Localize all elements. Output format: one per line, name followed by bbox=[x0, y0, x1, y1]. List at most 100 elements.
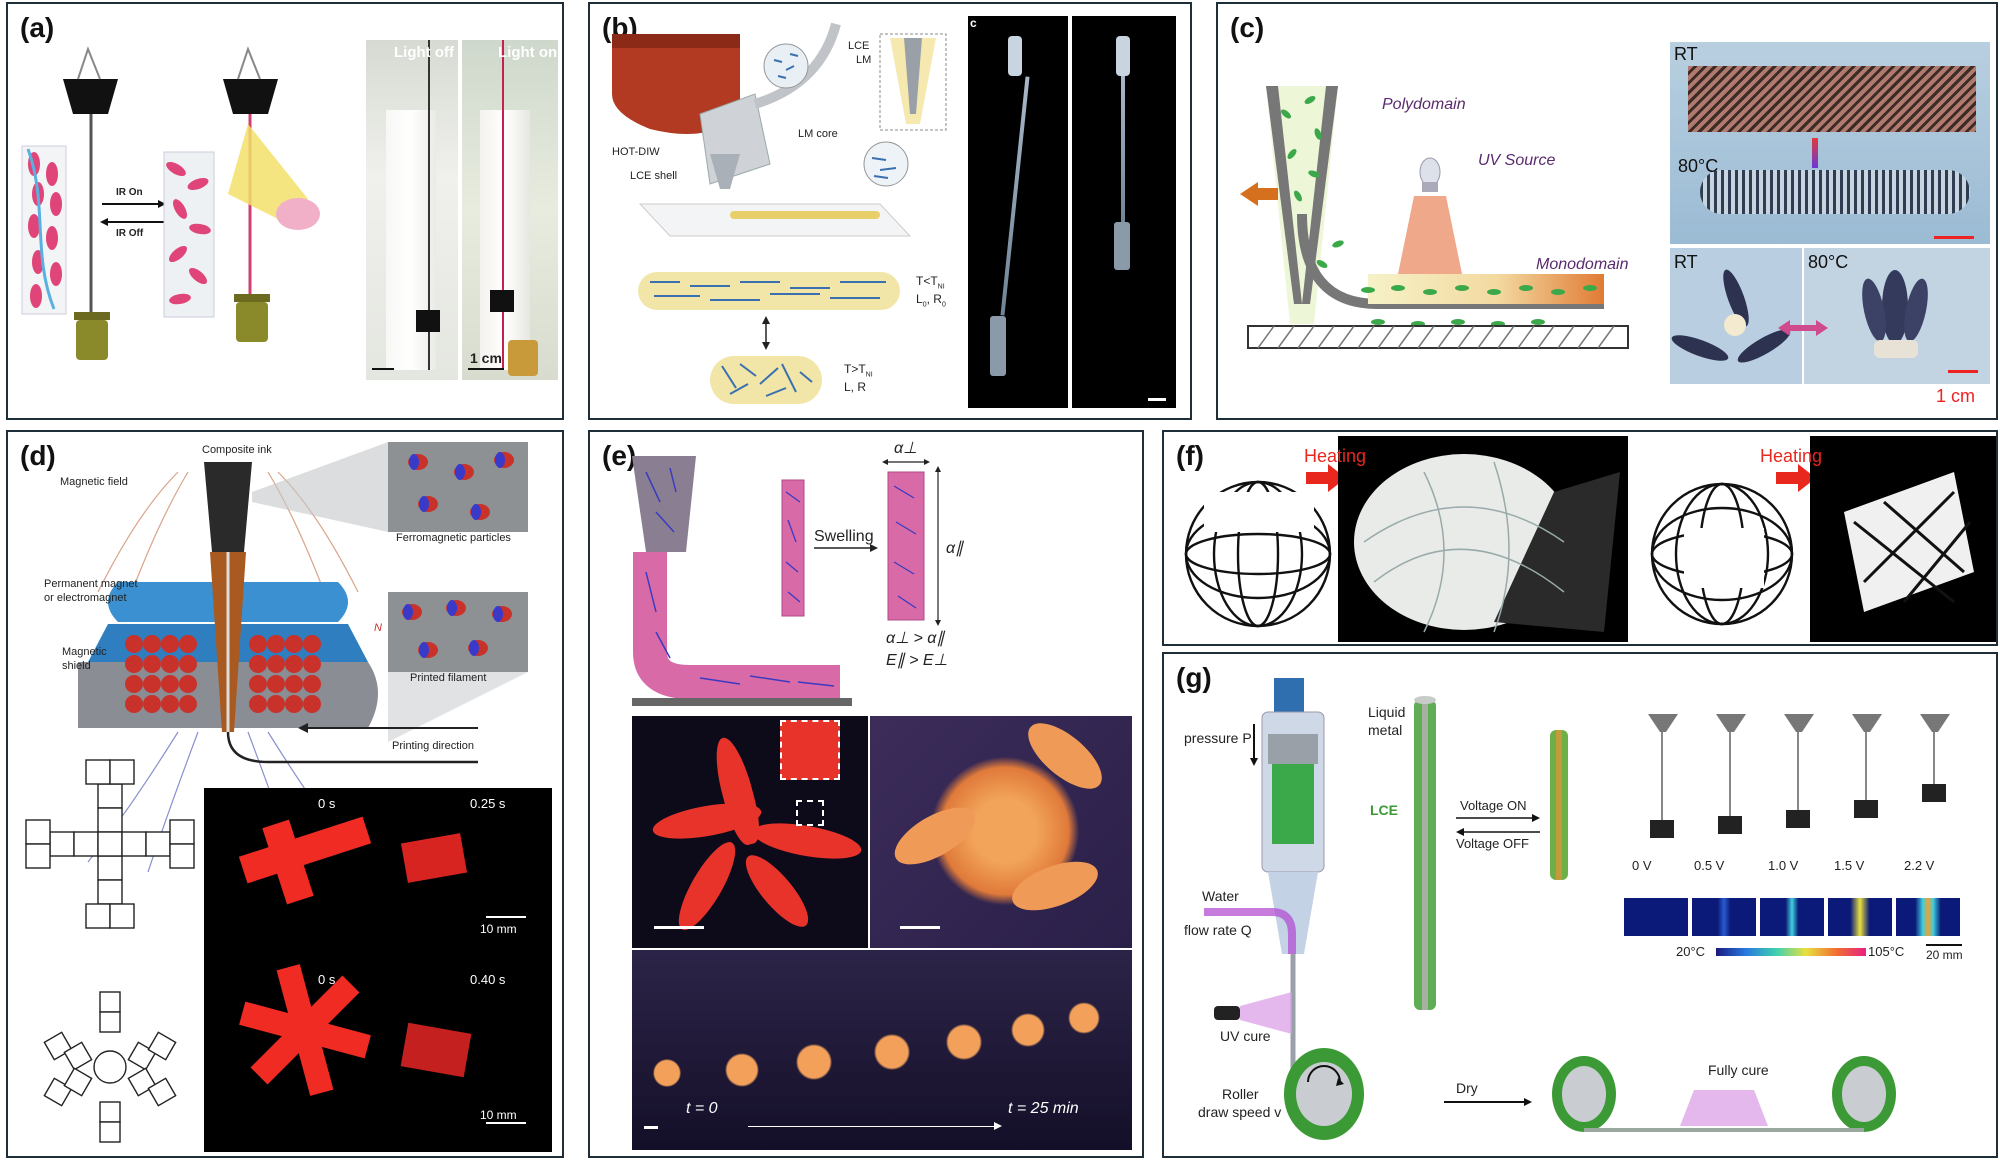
voltage-off-label: Voltage OFF bbox=[1456, 836, 1529, 851]
hot-diw-label: HOT-DIW bbox=[612, 146, 660, 158]
photo-star-flat bbox=[632, 716, 868, 948]
photo-magnetic-actuation bbox=[204, 788, 552, 1152]
panel-e: (e) Swelling α⊥ α∥ α⊥ > α∥ E∥ > E⊥ bbox=[588, 430, 1144, 1158]
panel-c: (c) bbox=[1216, 2, 1998, 420]
actuator-3 bbox=[1846, 714, 1886, 854]
state-l0r0: L0, R0 bbox=[916, 292, 946, 308]
uv-source-label: UV Source bbox=[1478, 152, 1556, 169]
alpha-perp-label: α⊥ bbox=[894, 440, 918, 457]
state-l0r0-r: , R bbox=[926, 292, 942, 306]
scale-bar-a-left bbox=[372, 368, 394, 370]
state-below-tni: T<TNI bbox=[916, 274, 945, 290]
double-arrow-c bbox=[1778, 320, 1828, 336]
polydomain-label: Polydomain bbox=[1382, 96, 1466, 113]
panel-f-label: (f) bbox=[1176, 440, 1204, 471]
photo-light-on bbox=[462, 40, 558, 380]
voltage-4: 2.2 V bbox=[1904, 858, 1935, 873]
ir-off-label: IR Off bbox=[116, 228, 144, 239]
roller-label: Roller bbox=[1222, 1086, 1259, 1102]
voltage-3: 1.5 V bbox=[1834, 858, 1865, 873]
state-above-tni-sub: NI bbox=[865, 371, 873, 379]
liquid-metal-label-1: Liquid bbox=[1368, 704, 1406, 720]
panel-e-illustration bbox=[632, 456, 941, 706]
scale-bar-a bbox=[468, 368, 504, 370]
rt-bottom-label: RT bbox=[1674, 252, 1698, 272]
magnetic-shield-label-2: shield bbox=[62, 660, 91, 672]
ir-on-label: IR On bbox=[116, 187, 143, 198]
swelling-label: Swelling bbox=[814, 528, 874, 545]
state-below-tni-text: T<T bbox=[916, 274, 938, 288]
dry-label: Dry bbox=[1456, 1080, 1478, 1096]
time-0s-top: 0 s bbox=[318, 796, 336, 811]
voltage-0: 0 V bbox=[1632, 858, 1652, 873]
printing-direction-label: Printing direction bbox=[392, 740, 474, 752]
rt-top-label: RT bbox=[1674, 44, 1698, 64]
n-pole-label: N bbox=[374, 622, 382, 634]
fully-cure-label: Fully cure bbox=[1708, 1062, 1769, 1078]
thermal-strip-3 bbox=[1828, 898, 1892, 936]
panel-f-illustration bbox=[1184, 436, 1996, 642]
scale-bar-g bbox=[1926, 944, 1962, 946]
panel-a-label: (a) bbox=[20, 12, 55, 43]
ineq-alpha: α⊥ > α∥ bbox=[886, 630, 945, 647]
actuator-sequence bbox=[1624, 714, 1964, 914]
lce-label-b: LCE bbox=[848, 40, 870, 52]
ferromagnetic-label: Ferromagnetic particles bbox=[396, 532, 511, 544]
panel-a-illustration bbox=[21, 46, 320, 360]
voltage-2: 1.0 V bbox=[1768, 858, 1799, 873]
permanent-magnet-label-1: Permanent magnet bbox=[44, 578, 138, 590]
magnetic-field-label: Magnetic field bbox=[60, 476, 128, 488]
t-start-label: t = 0 bbox=[686, 1100, 718, 1117]
photo-star-curled bbox=[870, 716, 1132, 948]
photo-rt-flower bbox=[1670, 248, 1802, 384]
draw-speed-label: draw speed v bbox=[1198, 1104, 1282, 1120]
light-off-label: Light off bbox=[394, 44, 454, 61]
photo-fiber-left bbox=[968, 16, 1068, 408]
printed-filament-label: Printed filament bbox=[410, 672, 487, 684]
thermal-strip-2 bbox=[1760, 898, 1824, 936]
temperature-colorbar bbox=[1716, 948, 1866, 956]
alpha-par-label: α∥ bbox=[946, 540, 964, 557]
water-label: Water bbox=[1202, 888, 1239, 904]
lm-core-label: LM core bbox=[798, 128, 838, 140]
flow-rate-label: flow rate Q bbox=[1184, 922, 1252, 938]
lm-label-b: LM bbox=[856, 54, 872, 66]
magnetic-shield-label-1: Magnetic bbox=[62, 646, 107, 658]
panel-e-label: (e) bbox=[602, 440, 637, 471]
heating-label-1: Heating bbox=[1304, 446, 1367, 466]
photo-80c-flower bbox=[1804, 248, 1990, 384]
light-on-label: Light on bbox=[498, 44, 558, 61]
sub-label-c: c bbox=[970, 16, 977, 30]
thermal-strip-1 bbox=[1692, 898, 1756, 936]
scale-label-a: 1 cm bbox=[470, 350, 502, 366]
panel-g-label: (g) bbox=[1176, 662, 1212, 693]
state-above-tni: T>TNI bbox=[844, 362, 873, 378]
photo-time-series bbox=[632, 950, 1132, 1150]
state-above-tni-text: T>T bbox=[844, 362, 866, 376]
panel-b: (b) bbox=[588, 2, 1192, 420]
panel-g: (g) bbox=[1162, 652, 1998, 1158]
scale-label-d-bottom: 10 mm bbox=[480, 1108, 517, 1122]
panel-g-illustration bbox=[1204, 678, 1896, 1140]
lce-label-g: LCE bbox=[1370, 802, 1398, 818]
panel-b-illustration bbox=[612, 22, 947, 404]
state-l0r0-l: L bbox=[916, 292, 923, 306]
ineq-modulus: E∥ > E⊥ bbox=[886, 652, 948, 669]
time-040s: 0.40 s bbox=[470, 972, 506, 987]
voltage-1: 0.5 V bbox=[1694, 858, 1725, 873]
t-end-label: t = 25 min bbox=[1008, 1100, 1079, 1117]
uv-cure-label: UV cure bbox=[1220, 1028, 1271, 1044]
permanent-magnet-label-2: or electromagnet bbox=[44, 592, 127, 604]
temp-high-label: 105°C bbox=[1868, 944, 1905, 959]
scale-label-g: 20 mm bbox=[1926, 948, 1963, 962]
monodomain-label: Monodomain bbox=[1536, 256, 1629, 273]
time-025s: 0.25 s bbox=[470, 796, 506, 811]
scale-label-d-top: 10 mm bbox=[480, 922, 517, 936]
composite-ink-label: Composite ink bbox=[202, 444, 272, 456]
pressure-label: pressure P bbox=[1184, 730, 1252, 746]
photo-rt-strip bbox=[1670, 42, 1990, 244]
state-l0r0-l-sub: 0 bbox=[922, 301, 927, 309]
panel-a: (a) bbox=[6, 2, 564, 420]
panel-d: (d) bbox=[6, 430, 564, 1158]
voltage-on-label: Voltage ON bbox=[1460, 798, 1527, 813]
